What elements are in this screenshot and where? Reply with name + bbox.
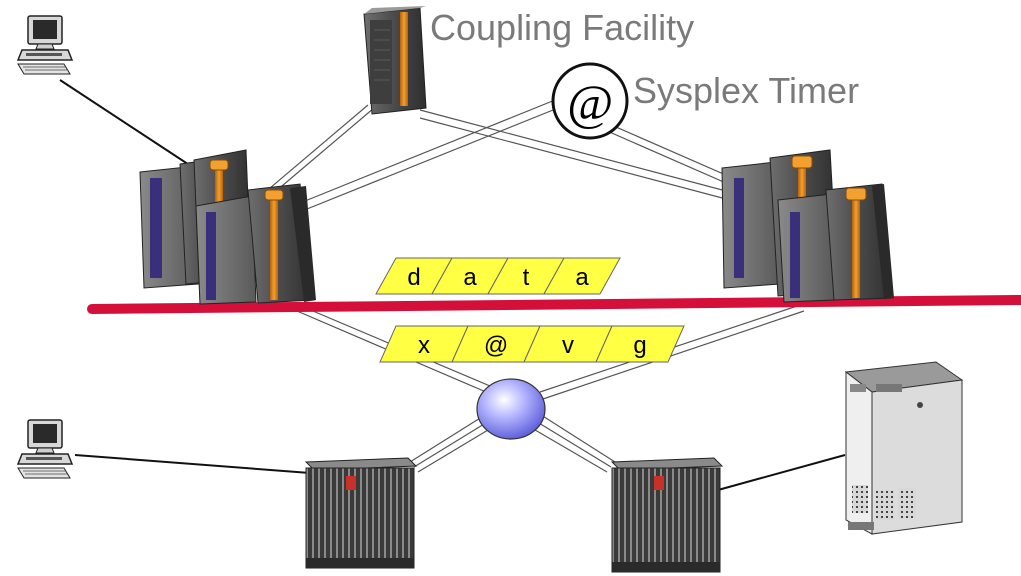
switch-hub-icon[interactable]	[476, 378, 546, 440]
data-cell-text: d	[407, 264, 420, 291]
tower-server-icon[interactable]	[844, 361, 964, 535]
coupling-facility-label: Coupling Facility	[430, 7, 694, 48]
data-cell-text: t	[523, 264, 530, 291]
data-strip-bottom: x @ v g	[379, 325, 685, 363]
mainframe-icon[interactable]	[195, 183, 316, 305]
network-links	[249, 99, 805, 473]
data-cell-text: @	[484, 332, 508, 359]
mainframe-cluster-left	[139, 149, 316, 305]
storage-server-icon[interactable]	[610, 457, 724, 573]
terminal-links	[59, 79, 846, 491]
coupling-facility-icon[interactable]	[363, 6, 427, 115]
data-cell-text: x	[418, 332, 430, 359]
data-cell-text: g	[633, 332, 646, 359]
sysplex-timer-icon[interactable]: @	[551, 62, 629, 140]
data-cell-text: a	[575, 264, 589, 291]
desktop-computer-icon[interactable]	[16, 15, 74, 75]
storage-server-icon[interactable]	[304, 457, 418, 569]
sysplex-timer-label: Sysplex Timer	[633, 70, 859, 111]
data-cell-text: v	[562, 332, 574, 359]
data-strip-top: d a t a	[375, 257, 621, 295]
sysplex-timer-symbol: @	[567, 74, 613, 130]
mainframe-icon[interactable]	[777, 183, 894, 303]
desktop-computer-icon[interactable]	[16, 419, 74, 479]
data-cell-text: a	[463, 264, 477, 291]
network-bus	[87, 295, 1021, 314]
mainframe-cluster-right	[721, 149, 894, 303]
